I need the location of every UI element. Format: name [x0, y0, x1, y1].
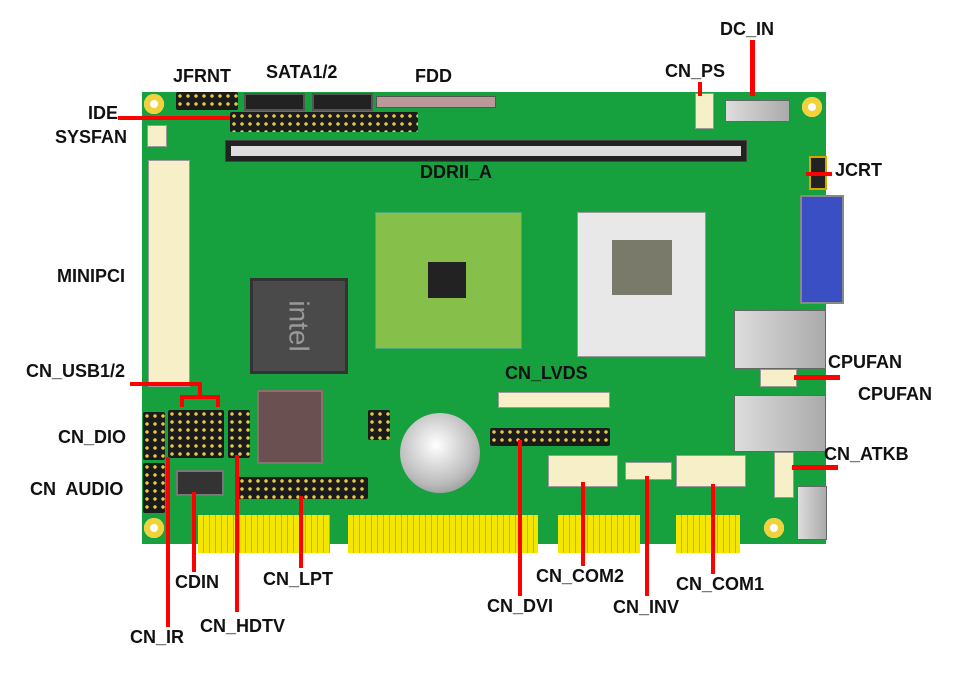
leader-line-jcrt: [806, 172, 832, 176]
leader-line-cpufan: [794, 375, 840, 380]
cn-ps-connector: [695, 93, 714, 129]
plcc-chip: [257, 390, 323, 464]
southbridge-chip: intel: [250, 278, 348, 374]
pci104-gold-fingers: [676, 515, 740, 553]
leader-line-cn-ir: [166, 457, 170, 627]
lan-port: [734, 395, 826, 452]
lan-port: [734, 310, 826, 369]
northbridge-die: [428, 262, 466, 298]
cpufan-connector: [760, 369, 797, 387]
leader-line-dc-in: [750, 40, 755, 96]
mount-hole: [144, 518, 164, 538]
sata-connector: [312, 93, 373, 111]
ide-connector: [230, 112, 418, 132]
leader-line-ide: [118, 116, 230, 120]
label-cdin: CDIN: [175, 572, 219, 592]
dc-in-connector: [725, 100, 790, 122]
pci104-gold-fingers: [348, 515, 538, 553]
leader-line-cn-lpt: [299, 496, 303, 568]
cn-dio-header: [143, 412, 165, 460]
leader-line-cn-ps: [698, 82, 702, 96]
cn-com1-connector: [676, 455, 746, 487]
label-cn-usb: CN_USB1/2: [26, 361, 126, 381]
leader-line-cn-usb-bracket: [180, 395, 220, 399]
leader-line-cn-atkb: [792, 465, 838, 470]
fdd-connector: [376, 96, 496, 108]
sata-connector: [244, 93, 305, 111]
pci104-gold-fingers: [558, 515, 640, 553]
label-cn-dio: CN_DIO: [58, 427, 127, 447]
label-minipci: MINIPCI: [57, 266, 126, 286]
cn-lvds-connector: [498, 392, 610, 408]
label-jcrt: JCRT: [835, 160, 883, 180]
label-dc-in: DC_IN: [720, 19, 775, 39]
leader-line-cn-com1: [711, 484, 715, 574]
leader-line-cn-usb: [130, 382, 202, 386]
cdin-connector: [176, 470, 224, 496]
leader-line-cn-usb: [216, 395, 220, 407]
battery: [400, 413, 480, 493]
cn-audio-header: [143, 463, 165, 513]
label-jfrnt: JFRNT: [173, 66, 231, 86]
cn-hdtv-header: [228, 410, 250, 458]
intel-logo-text: intel: [284, 300, 315, 352]
sysfan-connector: [147, 125, 167, 147]
audio-jack: [797, 486, 827, 540]
label-fdd: FDD: [415, 66, 452, 86]
cn-com2-connector: [548, 455, 618, 487]
label-cn-ps: CN_PS: [665, 61, 726, 81]
cn-usb-header: [168, 410, 224, 458]
cpu-socket-center: [612, 240, 672, 295]
leader-line-cn-usb: [180, 395, 184, 407]
label-cn-audio: CN AUDIO: [30, 479, 124, 499]
ddr-slot: [225, 140, 747, 162]
label-cn-lvds: CN_LVDS: [505, 363, 588, 383]
leader-line-cdin: [192, 492, 196, 572]
cn-lpt-header: [238, 477, 368, 499]
label-cn-com2: CN_COM2: [536, 566, 625, 586]
label-ide: IDE: [88, 103, 119, 123]
label-cn-hdtv: CN_HDTV: [200, 616, 286, 636]
leader-line-cn-inv: [645, 476, 649, 596]
pci104-gold-fingers: [198, 515, 330, 553]
label-ddr: DDRII_A: [420, 162, 493, 182]
cn-atkb-connector: [774, 452, 794, 498]
label-sata: SATA1/2: [266, 62, 338, 82]
mount-hole: [144, 94, 164, 114]
mount-hole: [802, 97, 822, 117]
label-cn-inv: CN_INV: [613, 597, 680, 617]
minipci-slot: [148, 160, 190, 387]
jfrnt-header: [176, 92, 238, 110]
label-cpufan: CPUFAN: [828, 352, 903, 372]
label-cn-com1: CN_COM1: [676, 574, 765, 594]
jumper: [368, 410, 390, 440]
mount-hole: [764, 518, 784, 538]
label-sysfan: SYSFAN: [55, 127, 128, 147]
leader-line-cn-hdtv: [235, 455, 239, 612]
cn-dvi-header: [490, 428, 610, 446]
label-cn-dvi: CN_DVI: [487, 596, 554, 616]
leader-line-cn-com2: [581, 482, 585, 566]
vga-connector: [800, 195, 844, 304]
label-cn-ir: CN_IR: [130, 627, 185, 647]
northbridge-chip: [375, 212, 522, 349]
label-cpufan-2: CPUFAN: [858, 384, 933, 404]
label-cn-lpt: CN_LPT: [263, 569, 334, 589]
leader-line-cn-dvi: [518, 440, 522, 596]
label-cn-atkb: CN_ATKB: [824, 444, 909, 464]
leader-line-cn-usb: [198, 382, 202, 397]
